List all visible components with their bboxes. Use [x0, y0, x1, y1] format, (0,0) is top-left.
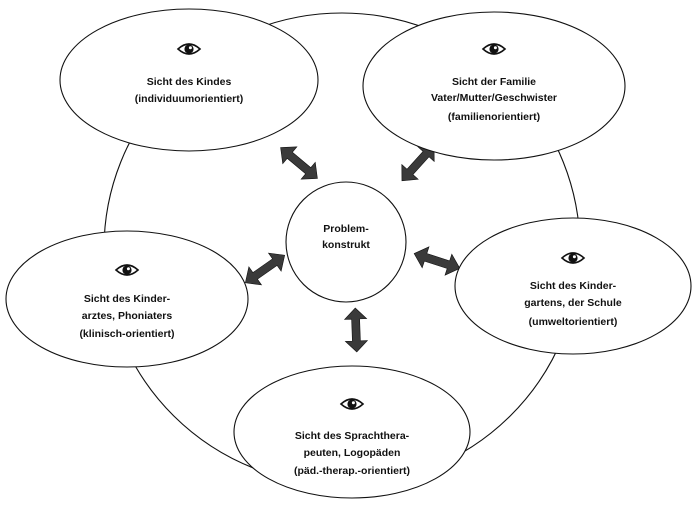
therapeut-line-2: peuten, Logopäden: [304, 447, 401, 459]
arrow-kindergarten: [413, 246, 461, 276]
perspective-kind: Sicht des Kindes (individuumorientiert): [59, 8, 319, 152]
arzt-line-3: (klinisch-orientiert): [79, 328, 174, 340]
perspective-therapeut: Sicht des Sprachthera- peuten, Logopäden…: [233, 365, 471, 499]
eye-icon: [560, 252, 586, 264]
eye-icon: [176, 43, 202, 55]
arrow-kind: [280, 146, 318, 180]
familie-line-2: Vater/Mutter/Geschwister: [431, 92, 557, 104]
perspective-kindergarten: Sicht des Kinder- gartens, der Schule (u…: [454, 217, 692, 355]
eye-icon: [481, 43, 507, 55]
familie-line-3: (familienorientiert): [448, 111, 540, 123]
familie-line-1: Sicht der Familie: [452, 76, 536, 88]
center-node: Problem- konstrukt: [285, 181, 407, 303]
kindergarten-line-3: (umweltorientiert): [529, 316, 618, 328]
center-label-line-2: konstrukt: [322, 239, 370, 251]
arzt-line-2: arztes, Phoniaters: [82, 310, 173, 322]
eye-icon: [339, 398, 365, 410]
kindergarten-line-1: Sicht des Kinder-: [530, 280, 617, 292]
therapeut-line-3: (päd.-therap.-orientiert): [294, 465, 410, 477]
center-label-line-1: Problem-: [323, 223, 369, 235]
kind-line-1: Sicht des Kindes: [147, 76, 232, 88]
kind-line-2: (individuumorientiert): [135, 93, 244, 105]
eye-icon: [114, 264, 140, 276]
perspective-familie: Sicht der Familie Vater/Mutter/Geschwist…: [362, 11, 626, 161]
arrow-arzt: [244, 252, 286, 286]
kindergarten-line-2: gartens, der Schule: [524, 297, 622, 309]
arzt-line-1: Sicht des Kinder-: [84, 293, 171, 305]
perspective-arzt: Sicht des Kinder- arztes, Phoniaters (kl…: [5, 230, 249, 368]
therapeut-line-1: Sicht des Sprachthera-: [295, 430, 410, 442]
arrow-therapeut: [343, 307, 369, 353]
